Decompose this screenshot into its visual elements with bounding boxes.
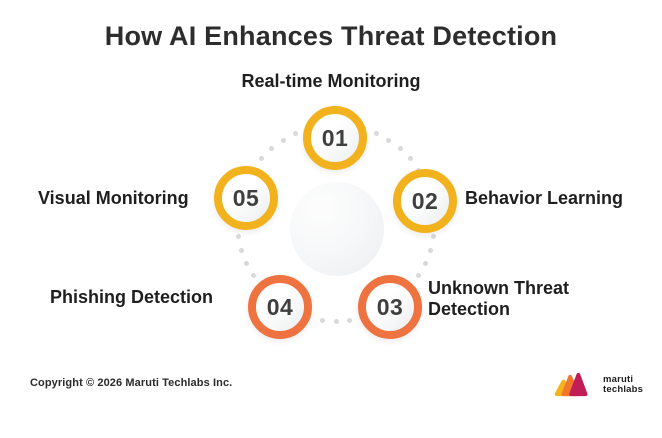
ring-dot [427, 248, 433, 254]
step-number-02: 02 [411, 187, 439, 214]
logo-triangle-crimson [569, 372, 588, 397]
ring-dot [251, 273, 257, 279]
ring-dot [422, 261, 428, 267]
step-label-real-time-monitoring: Real-time Monitoring [241, 71, 421, 91]
step-number-01: 01 [321, 124, 349, 151]
logo-wordmark-line1: maruti [603, 373, 634, 385]
ring-dot [333, 318, 339, 324]
logo-wordmark-line2: techlabs [603, 383, 644, 395]
step-circle-02: 02 [393, 169, 457, 233]
ring-dot [397, 146, 403, 152]
ring-dot [407, 156, 413, 162]
ring-dot [386, 138, 392, 144]
step-circle-03: 03 [358, 275, 422, 339]
ring-dot [269, 146, 275, 152]
ring-dot [319, 317, 325, 323]
center-sphere [290, 182, 384, 276]
step-label-behavior-learning: Behavior Learning [465, 188, 624, 208]
step-number-05: 05 [232, 184, 260, 211]
maruti-techlabs-logo-icon [552, 371, 596, 398]
copyright-text: Copyright © 2026 Maruti Techlabs Inc. [30, 377, 233, 389]
ring-dot [236, 234, 242, 240]
step-label-visual-monitoring: Visual Monitoring [38, 188, 189, 208]
step-label-unknown-threat-detection: Unknown Threat Detection [428, 278, 570, 319]
step-number-03: 03 [376, 293, 404, 320]
ring-dot [244, 261, 250, 267]
ring-dot [430, 234, 436, 240]
ring-dot [347, 317, 353, 323]
ring-dot [280, 138, 286, 144]
ring-dot [239, 248, 245, 254]
logo-wordmark: maruti techlabs [603, 373, 644, 395]
step-circle-01: 01 [303, 106, 367, 170]
page-title: How AI Enhances Threat Detection [104, 21, 558, 51]
step-circle-05: 05 [214, 166, 278, 230]
ring-dot [292, 131, 298, 137]
ring-dot [374, 131, 380, 137]
step-label-phishing-detection: Phishing Detection [50, 287, 214, 307]
maruti-techlabs-logo: maruti techlabs [552, 371, 643, 398]
step-circle-04: 04 [248, 275, 312, 339]
step-number-04: 04 [266, 293, 294, 320]
ring-dot [415, 273, 421, 279]
ring-dot [259, 156, 265, 162]
